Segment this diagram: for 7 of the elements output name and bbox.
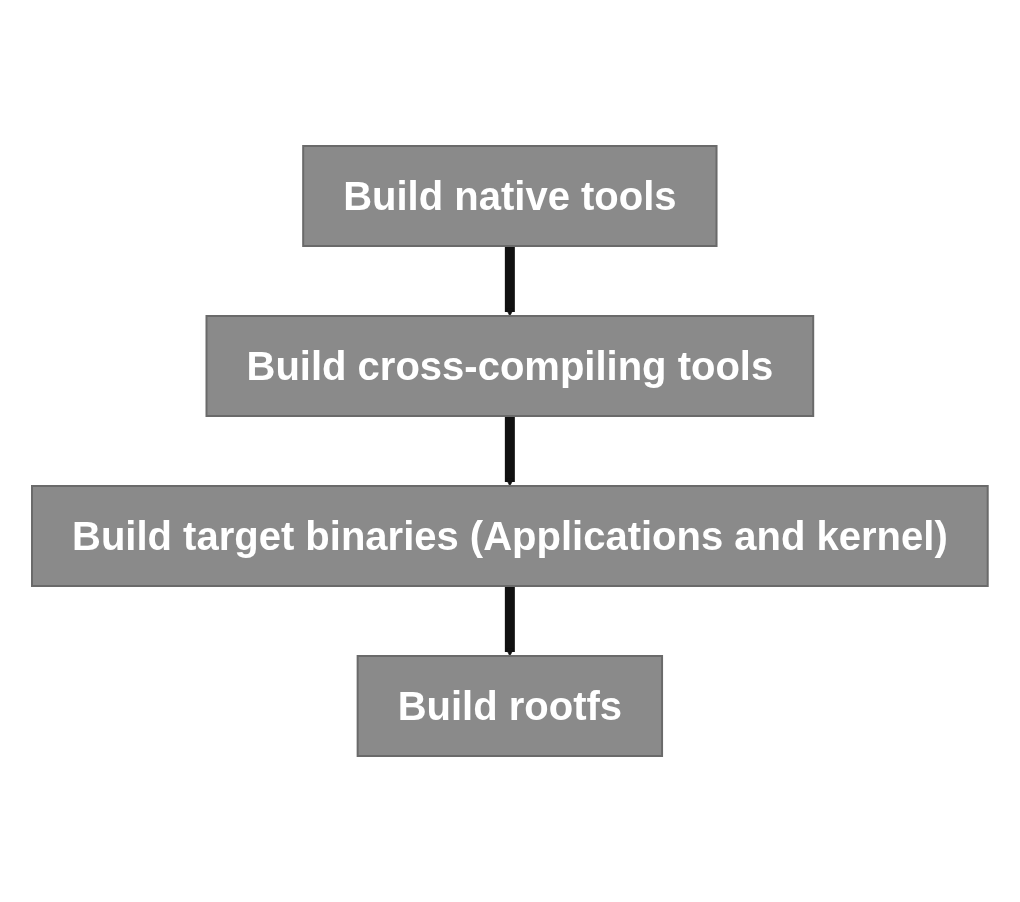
node-box: Build rootfs — [356, 655, 664, 757]
arrow — [505, 246, 515, 317]
node-box: Build native tools — [302, 145, 718, 247]
arrow — [505, 416, 515, 487]
node-box: Build cross-compiling tools — [205, 315, 815, 417]
arrow — [505, 586, 515, 657]
node-box: Build target binaries (Applications and kernel) — [31, 485, 989, 587]
